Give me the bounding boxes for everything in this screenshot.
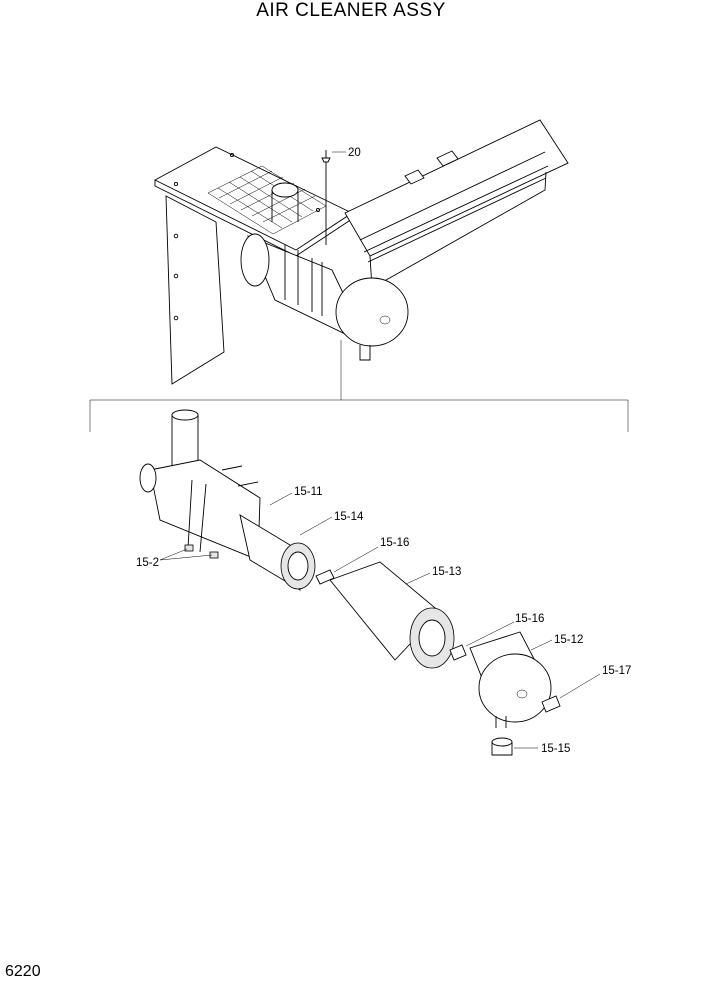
callout-15-16-lower: 15-16 <box>515 613 544 625</box>
callout-15-15: 15-15 <box>541 743 570 755</box>
callout-15-13: 15-13 <box>432 566 461 578</box>
valve-15-15 <box>491 737 538 756</box>
explode-lines <box>89 340 629 432</box>
callout-15-14: 15-14 <box>334 511 364 523</box>
wing-nut-15-16a <box>315 546 379 585</box>
callout-15-12: 15-12 <box>554 634 583 646</box>
inner-seal-15-14 <box>299 516 333 536</box>
callout-15-17: 15-17 <box>602 665 631 677</box>
callout-15-2: 15-2 <box>136 557 159 569</box>
mounting-bracket-assembly <box>154 119 569 385</box>
page-title: AIR CLEANER ASSY <box>256 0 446 21</box>
page-number: 6220 <box>5 963 41 980</box>
wing-nut-15-17 <box>541 673 601 713</box>
callout-20: 20 <box>348 147 361 159</box>
callout-15-11: 15-11 <box>294 486 323 498</box>
main-element-15-13 <box>329 561 455 669</box>
wing-nut-15-16b <box>449 621 515 661</box>
cover-15-12 <box>469 631 553 728</box>
safety-element-15-11 <box>239 492 316 591</box>
housing-15-2 <box>139 409 261 561</box>
callout-15-16-upper: 15-16 <box>380 537 409 549</box>
